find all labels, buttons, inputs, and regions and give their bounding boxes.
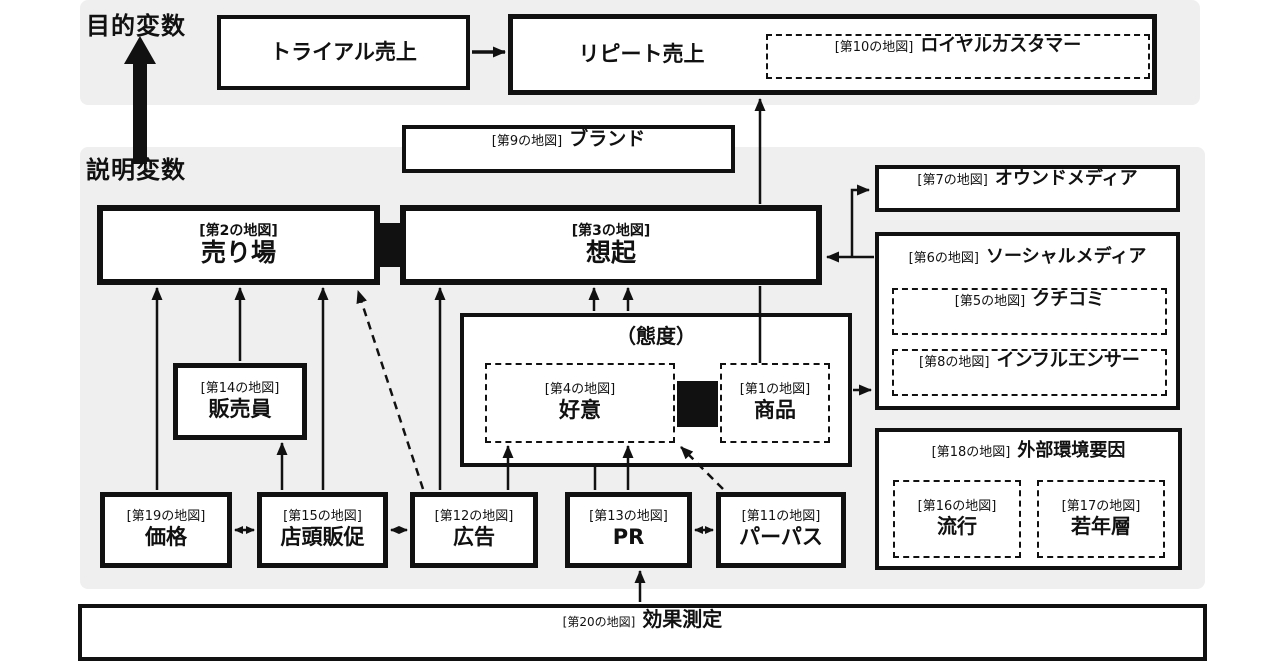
- node-product-prefix: [第1の地図]: [739, 382, 811, 398]
- node-trend: [第16の地図] 流行: [893, 480, 1021, 558]
- node-favor-prefix: [第4の地図]: [544, 382, 616, 398]
- explanatory-label: 説明変数: [86, 156, 186, 184]
- node-favor-label: 好意: [559, 398, 601, 423]
- node-trial-sales-label: トライアル売上: [270, 40, 417, 65]
- node-product-label: 商品: [754, 398, 796, 423]
- node-brand: [第9の地図] ブランド: [402, 125, 735, 173]
- node-recall: [第3の地図] 想起: [400, 205, 822, 285]
- node-favor: [第4の地図] 好意: [485, 363, 675, 443]
- node-instore-promotion-prefix: [第15の地図]: [283, 509, 362, 525]
- salesfloor-recall-connector: [378, 223, 402, 267]
- node-repeat-sales: リピート売上 [第10の地図] ロイヤルカスタマー: [508, 14, 1157, 95]
- node-sales-floor-label: 売り場: [200, 237, 276, 267]
- node-advertising: [第12の地図] 広告: [410, 492, 538, 568]
- node-purpose-prefix: [第11の地図]: [741, 509, 821, 525]
- node-influencer-label: インフルエンサー: [996, 350, 1140, 371]
- attitude-group-title: （態度）: [616, 324, 696, 348]
- node-product: [第1の地図] 商品: [720, 363, 830, 443]
- node-salesperson-prefix: [第14の地図]: [200, 380, 280, 396]
- node-word-of-mouth: [第5の地図] クチコミ: [892, 288, 1167, 335]
- node-repeat-sales-label: リピート売上: [578, 42, 705, 67]
- node-social-media: [第6の地図] ソーシャルメディア [第5の地図] クチコミ [第8の地図] イ…: [875, 232, 1180, 410]
- node-brand-label: ブランド: [569, 128, 646, 150]
- node-instore-promotion: [第15の地図] 店頭販促: [257, 492, 388, 568]
- node-effect-measurement-label: 効果測定: [642, 607, 723, 631]
- node-effect-measurement: [第20の地図] 効果測定: [78, 604, 1207, 661]
- node-instore-promotion-label: 店頭販促: [280, 525, 365, 550]
- node-advertising-prefix: [第12の地図]: [434, 509, 514, 525]
- node-external-environment: [第18の地図] 外部環境要因 [第16の地図] 流行 [第17の地図] 若年層: [875, 428, 1182, 570]
- node-loyal-customer-label: ロイヤルカスタマー: [920, 35, 1082, 56]
- node-social-media-prefix: [第6の地図]: [908, 251, 980, 266]
- node-external-environment-label: 外部環境要因: [1017, 440, 1126, 461]
- node-salesperson-label: 販売員: [208, 396, 272, 421]
- node-influencer: [第8の地図] インフルエンサー: [892, 349, 1167, 396]
- node-trend-label: 流行: [937, 513, 977, 538]
- node-price: [第19の地図] 価格: [100, 492, 232, 568]
- node-owned-media-label: オウンドメディア: [994, 168, 1138, 189]
- node-word-of-mouth-prefix: [第5の地図]: [954, 294, 1026, 309]
- objective-label: 目的変数: [86, 12, 186, 40]
- node-youth-prefix: [第17の地図]: [1061, 499, 1141, 515]
- node-price-label: 価格: [145, 525, 187, 550]
- node-loyal-customer: [第10の地図] ロイヤルカスタマー: [766, 34, 1150, 79]
- node-recall-label: 想起: [585, 237, 636, 267]
- node-social-media-label: ソーシャルメディア: [986, 246, 1147, 267]
- node-pr: [第13の地図] PR: [565, 492, 692, 568]
- node-pr-prefix: [第13の地図]: [589, 509, 668, 525]
- node-sales-floor: [第2の地図] 売り場: [97, 205, 380, 285]
- node-purpose-label: パーパス: [739, 525, 823, 550]
- node-youth: [第17の地図] 若年層: [1037, 480, 1165, 558]
- node-loyal-customer-prefix: [第10の地図]: [834, 40, 914, 55]
- node-sales-floor-prefix: [第2の地図]: [199, 222, 278, 239]
- node-purpose: [第11の地図] パーパス: [716, 492, 846, 568]
- node-recall-prefix: [第3の地図]: [571, 222, 651, 239]
- node-external-environment-prefix: [第18の地図]: [931, 445, 1011, 460]
- node-brand-prefix: [第9の地図]: [491, 134, 563, 149]
- node-salesperson: [第14の地図] 販売員: [173, 363, 307, 440]
- node-price-prefix: [第19の地図]: [126, 509, 206, 525]
- node-advertising-label: 広告: [453, 525, 495, 550]
- node-owned-media-prefix: [第7の地図]: [917, 173, 988, 188]
- node-word-of-mouth-label: クチコミ: [1032, 289, 1105, 310]
- node-owned-media: [第7の地図] オウンドメディア: [875, 165, 1180, 212]
- node-trial-sales: トライアル売上: [217, 15, 470, 90]
- node-youth-label: 若年層: [1071, 513, 1131, 538]
- favor-product-connector: [677, 381, 718, 427]
- node-influencer-prefix: [第8の地図]: [919, 355, 990, 370]
- node-effect-measurement-prefix: [第20の地図]: [562, 615, 636, 629]
- node-pr-label: PR: [612, 525, 645, 550]
- node-trend-prefix: [第16の地図]: [917, 499, 997, 515]
